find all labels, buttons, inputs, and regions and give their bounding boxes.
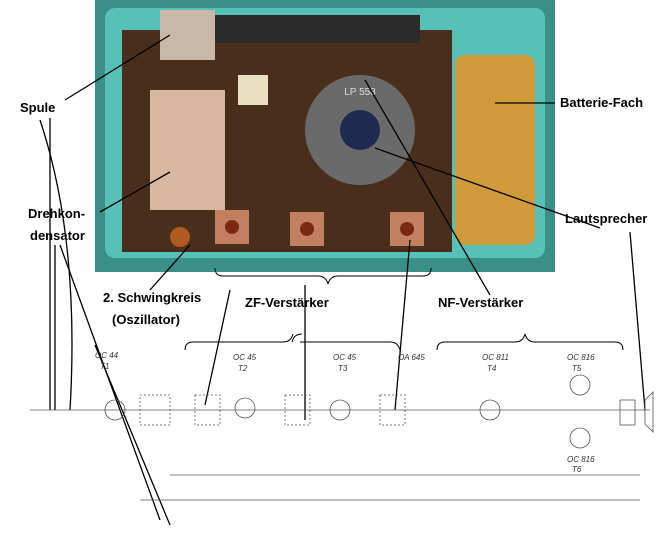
label-schwingkreis-1: 2. Schwingkreis [103,290,201,305]
t1-ref: T1 [100,362,109,371]
label-drehkondensator-2: densator [30,228,85,243]
diode-type: OA 645 [398,353,425,362]
variable-capacitor [150,90,225,210]
radio-photo: LP 558 [95,0,555,272]
t2-type: OC 45 [233,353,257,362]
label-spule: Spule [20,100,55,115]
label-zf-verstaerker: ZF-Verstärker [245,295,329,310]
t4-ref: T4 [487,364,497,373]
circuit-schematic [30,374,654,501]
t6-ref: T6 [572,465,582,474]
transistor-labels: OC 44 T1 OC 45 T2 OC 45 T3 OA 645 OC 811… [95,351,595,474]
battery-compartment [455,55,535,245]
label-schwingkreis-2: (Oszillator) [112,312,180,327]
t3-ref: T3 [338,364,348,373]
t4-type: OC 811 [482,353,509,362]
label-nf-verstaerker: NF-Verstärker [438,295,523,310]
speaker-text: LP 558 [344,87,376,98]
t1-type: OC 44 [95,351,119,360]
leader-lines [39,34,646,526]
labels: Spule Batterie-Fach Drehkon- densator La… [20,95,647,327]
label-drehkondensator-1: Drehkon- [28,206,85,221]
t5-type: OC 816 [567,353,595,362]
t3-type: OC 45 [333,353,357,362]
t2-ref: T2 [238,364,248,373]
t5-ref: T5 [572,364,582,373]
coil [160,10,215,60]
t6-type: OC 816 [567,455,595,464]
braces [184,267,624,351]
label-batterie-fach: Batterie-Fach [560,95,643,110]
label-lautsprecher: Lautsprecher [565,211,647,226]
